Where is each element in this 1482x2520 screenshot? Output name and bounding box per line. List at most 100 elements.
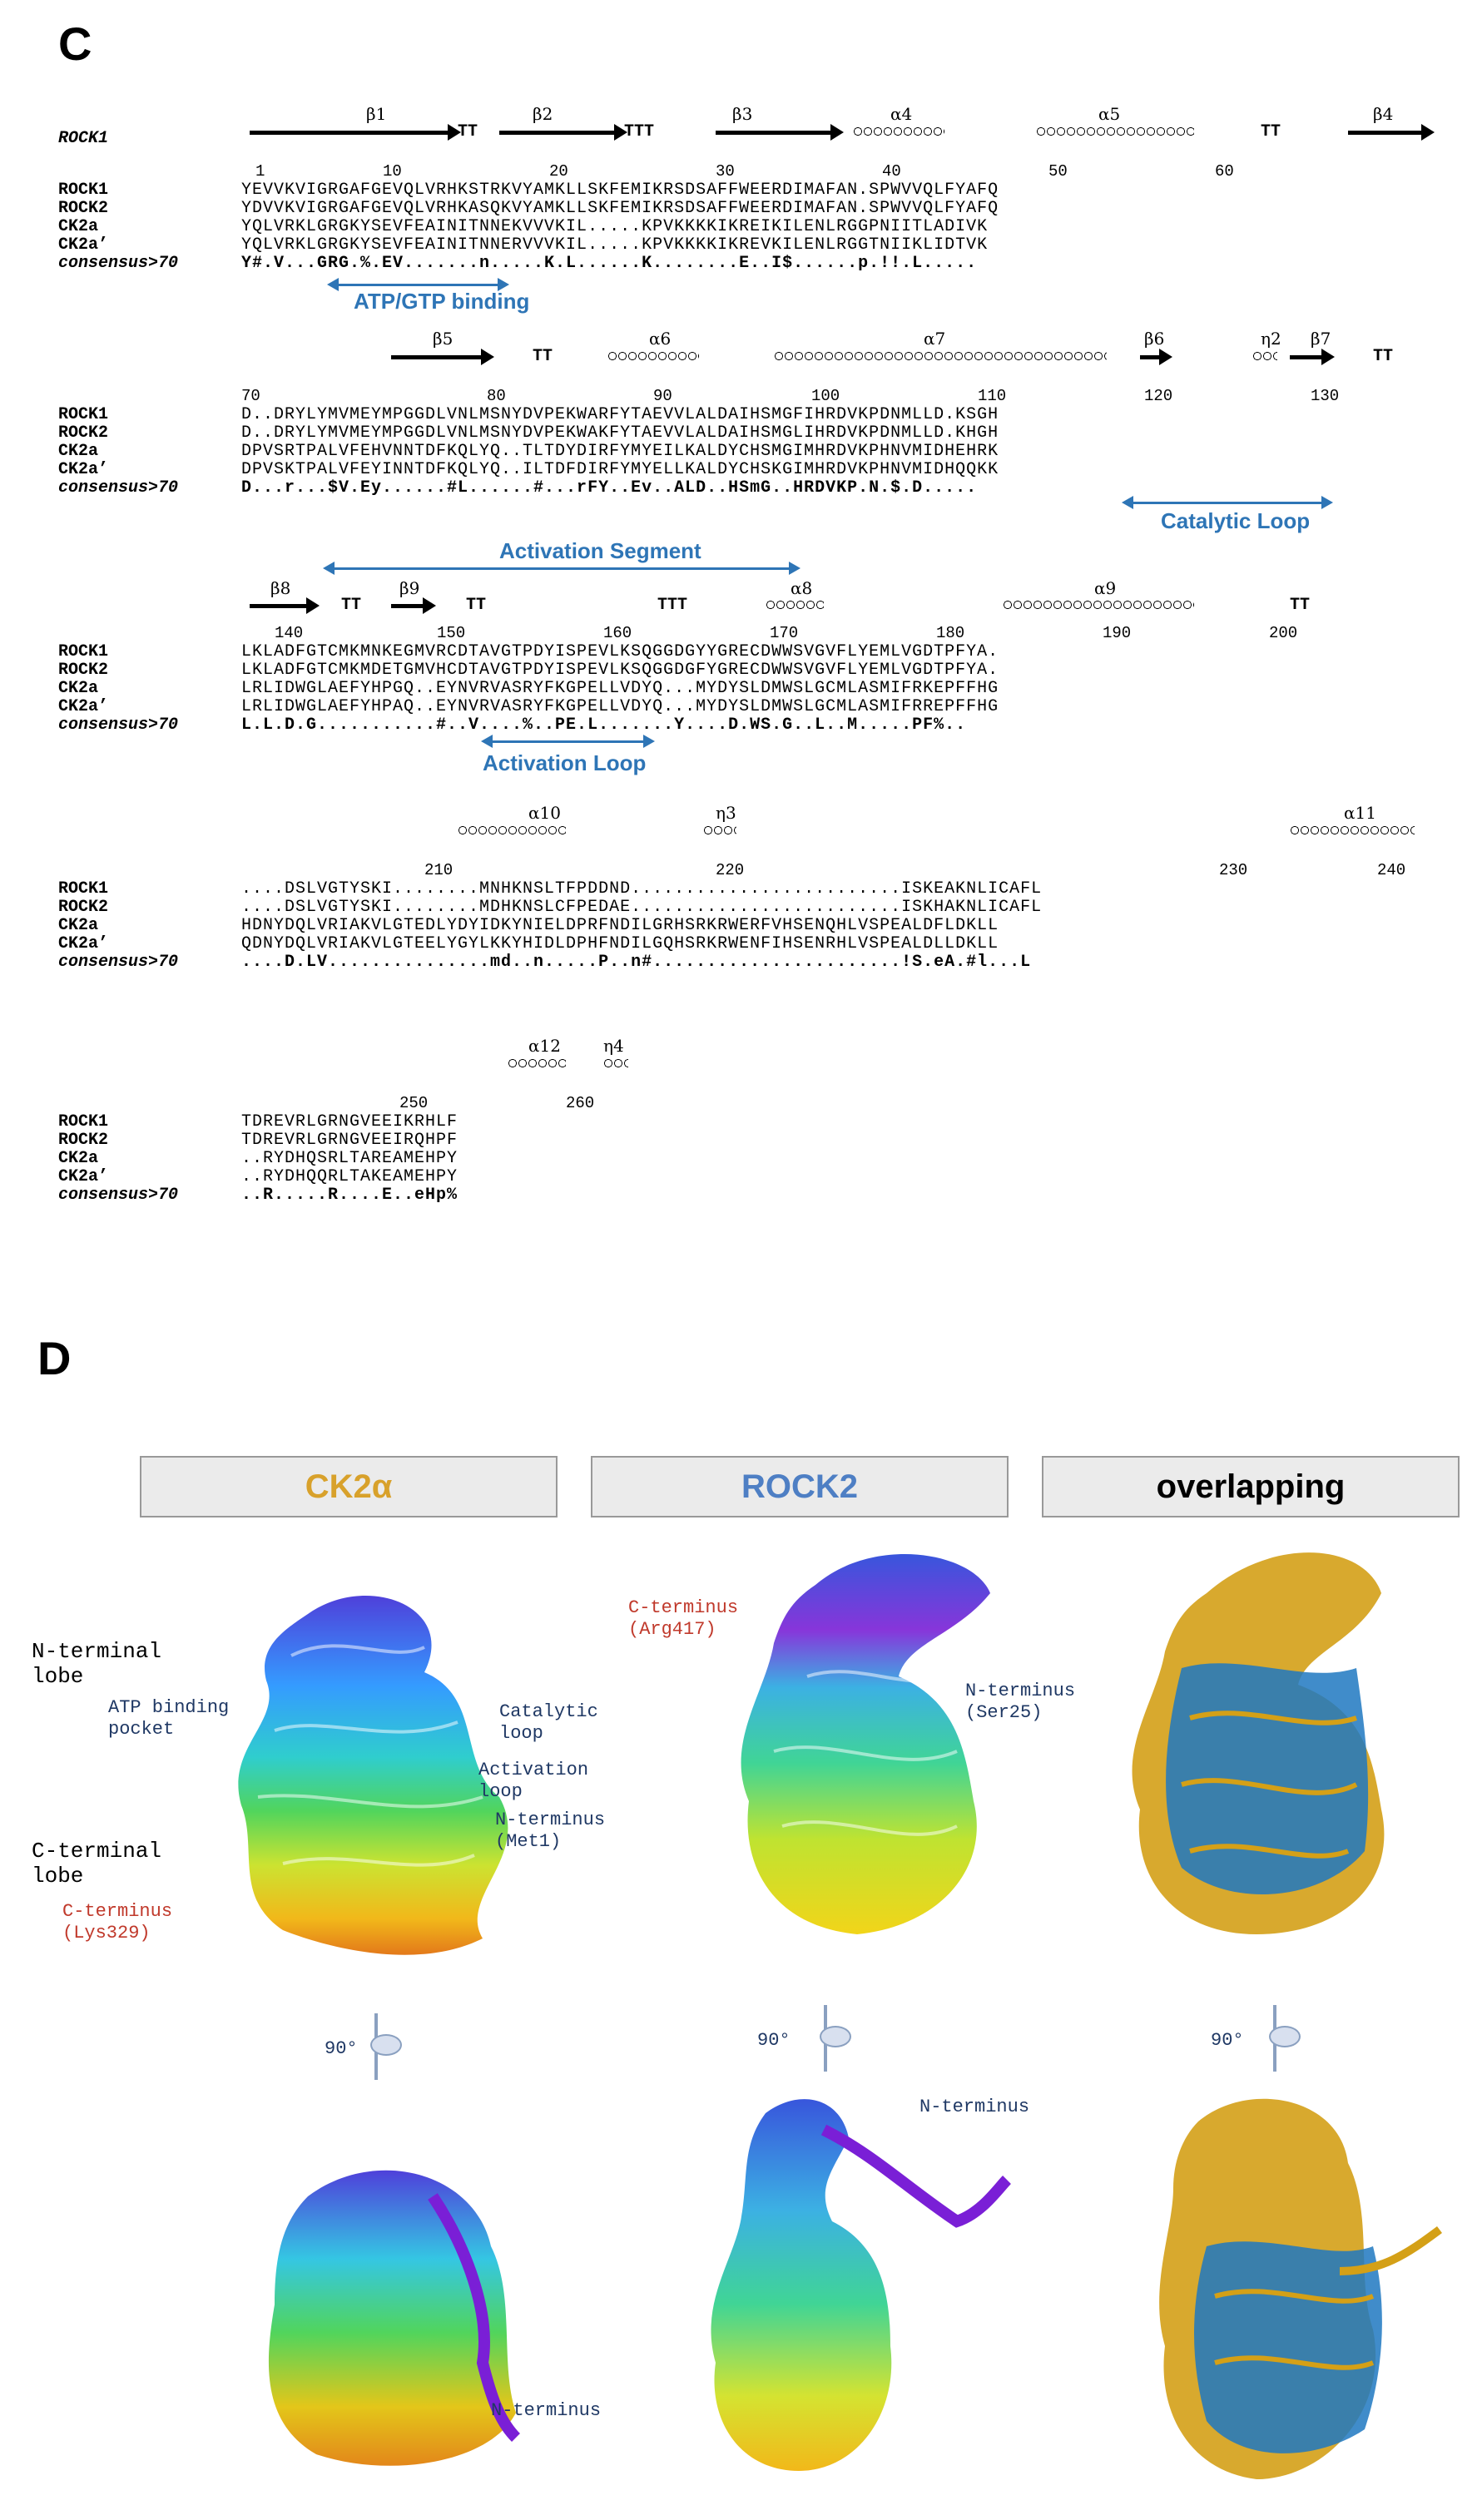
helix-a8 (766, 599, 824, 611)
seq-name: CK2a (58, 441, 99, 461)
panel-d-label: D (37, 1332, 72, 1384)
seq-name: consensus>70 (58, 478, 179, 498)
consensus-row: consensus>70 ....D.LV...............md..n… (58, 952, 1423, 972)
ck2a-structure-bottom (268, 2170, 521, 2466)
seq-name: ROCK2 (58, 1130, 109, 1150)
strand-b5 (391, 349, 494, 365)
sequence: LRLIDWGLAEFYHPGQ..EYNVRVASRYFKGPELLVDYQ.… (241, 678, 999, 698)
helix-n4 (603, 1057, 628, 1069)
helix-a9 (1003, 599, 1194, 611)
seq-row: CK2a’YQLVRKLGRGKYSEVFEAINITNNERVVVKIL...… (58, 235, 1423, 255)
ref-seq-name: ROCK1 (58, 129, 109, 148)
consensus-row: consensus>70 D...r...$V.Ey......#L......#… (58, 478, 1423, 498)
ss-b9: β9 (399, 578, 420, 598)
ss-a7: α7 (924, 329, 946, 349)
header-ck2a-text: CK2α (305, 1468, 393, 1505)
helix-a7 (774, 350, 1107, 362)
sequence: HDNYDQLVRIAKVLGTEDLYDYIDKYNIELDPRFNDILGR… (241, 915, 999, 935)
sequence: D...r...$V.Ey......#L......#...rFY..Ev..… (241, 478, 978, 498)
rotation-label-ck2a: 90° (325, 2038, 358, 2059)
sequence: DPVSKTPALVFEYINNTDFKQLYQ..ILTDFDIRFYMYEL… (241, 459, 999, 479)
pos-num: 140 (275, 624, 304, 642)
helix-n3 (703, 824, 736, 836)
ss-tt2: TT (466, 596, 487, 615)
rotation-ellipse-rock2 (820, 2026, 851, 2047)
sequence: ....D.LV...............md..n.....P..n#..… (241, 952, 1032, 972)
helix-a5 (1036, 126, 1194, 137)
pos-num: 260 (566, 1094, 595, 1112)
seq-name: CK2a’ (58, 696, 109, 716)
ss-a6: α6 (649, 329, 672, 349)
ss-a11: α11 (1344, 803, 1376, 823)
pos-num: 160 (603, 624, 632, 642)
position-numbers: 1 10 20 30 40 50 60 (58, 162, 1423, 181)
sequence: D..DRYLYMVMEYMPGGDLVNLMSNYDVPEKWARFYTAEV… (241, 404, 999, 424)
pos-num: 230 (1219, 861, 1248, 879)
ss-b3: β3 (732, 104, 753, 124)
atp-gtp-arrow (327, 278, 509, 291)
ss-a12: α12 (528, 1036, 561, 1056)
ss-a4: α4 (890, 104, 913, 124)
ss-b2: β2 (533, 104, 553, 124)
sequence: TDREVRLGRNGVEEIRQHPF (241, 1130, 458, 1150)
pos-num: 120 (1144, 387, 1173, 405)
ck2a-atp-pocket-label: ATP binding pocket (108, 1697, 230, 1740)
ss-b8: β8 (270, 578, 291, 598)
helix-a12 (508, 1057, 566, 1069)
ck2a-n-terminal-lobe-label: N-terminal lobe (32, 1639, 162, 1689)
pos-num: 100 (811, 387, 840, 405)
helix-n2 (1252, 350, 1277, 362)
seq-name: ROCK2 (58, 897, 109, 917)
seq-name: CK2a (58, 678, 99, 698)
seq-name: ROCK1 (58, 404, 109, 424)
ck2a-n-terminus-label: N-terminus (Met1) (495, 1810, 606, 1852)
helix-a4 (853, 126, 944, 137)
rotation-ellipse-ck2a (370, 2034, 402, 2056)
ss-a10: α10 (528, 803, 561, 823)
ss-b1: β1 (366, 104, 387, 124)
position-numbers: 140 150 160 170 180 190 200 (58, 624, 1423, 642)
sequence: L.L.D.G...........#..V....%..PE.L.......… (241, 715, 967, 735)
rock2-structure-top (741, 1553, 990, 1934)
ss-tt: TT (458, 122, 478, 141)
ss-b6: β6 (1144, 329, 1165, 349)
sequence: YQLVRKLGRGKYSEVFEAINITNNERVVVKIL.....KPV… (241, 235, 989, 255)
ck2a-n-terminus-bottom-label: N-terminus (491, 2400, 602, 2421)
sequence: TDREVRLGRNGVEEIKRHLF (241, 1111, 458, 1131)
sequence: ....DSLVGTYSKI........MNHKNSLTFPDDND....… (241, 879, 1043, 899)
rock2-n-terminus-bottom-label: N-terminus (919, 2097, 1030, 2117)
catalytic-loop-arrow (1122, 496, 1333, 509)
pos-num: 150 (437, 624, 466, 642)
strand-b3 (716, 124, 844, 141)
seq-row: CK2a LRLIDWGLAEFYHPGQ..EYNVRVASRYFKGPELLV… (58, 678, 1423, 698)
seq-row: CK2a’DPVSKTPALVFEYINNTDFKQLYQ..ILTDFDIRF… (58, 459, 1423, 479)
alignment-block-4: α10 η3 α11 210 220 230 240 ROCK1....DSLV… (58, 803, 1423, 972)
ss-b7: β7 (1311, 329, 1331, 349)
rotation-ellipse-overlap (1269, 2026, 1301, 2047)
seq-name: consensus>70 (58, 952, 179, 972)
strand-b1 (250, 124, 461, 141)
pos-num: 80 (487, 387, 506, 405)
alignment-block-1: ROCK1 β1 TT β2 TTT β3 α4 α5 TT β4 1 10 2… (58, 104, 1435, 322)
activation-segment-label: Activation Segment (499, 538, 701, 563)
pos-num: 10 (383, 162, 402, 181)
seq-row: CK2a’..RYDHQQRLTAKEAMEHPY (58, 1167, 807, 1186)
sequence: LKLADFGTCMKMNKEGMVRCDTAVGTPDYISPEVLKSQGG… (241, 641, 999, 661)
pos-num: 170 (770, 624, 799, 642)
pos-num: 210 (424, 861, 454, 879)
sequence: D..DRYLYMVMEYMPGGDLVNLMSNYDVPEKWAKFYTAEV… (241, 423, 999, 443)
ck2a-structure-top (238, 1595, 508, 1955)
sequence: YQLVRKLGRGKYSEVFEAINITNNEKVVVKIL.....KPV… (241, 216, 989, 236)
header-overlapping-text: overlapping (1156, 1468, 1346, 1505)
sequence: Y#.V...GRG.%.EV.......n.....K.L......K..… (241, 253, 978, 273)
pos-num: 90 (653, 387, 672, 405)
pos-num: 130 (1311, 387, 1340, 405)
